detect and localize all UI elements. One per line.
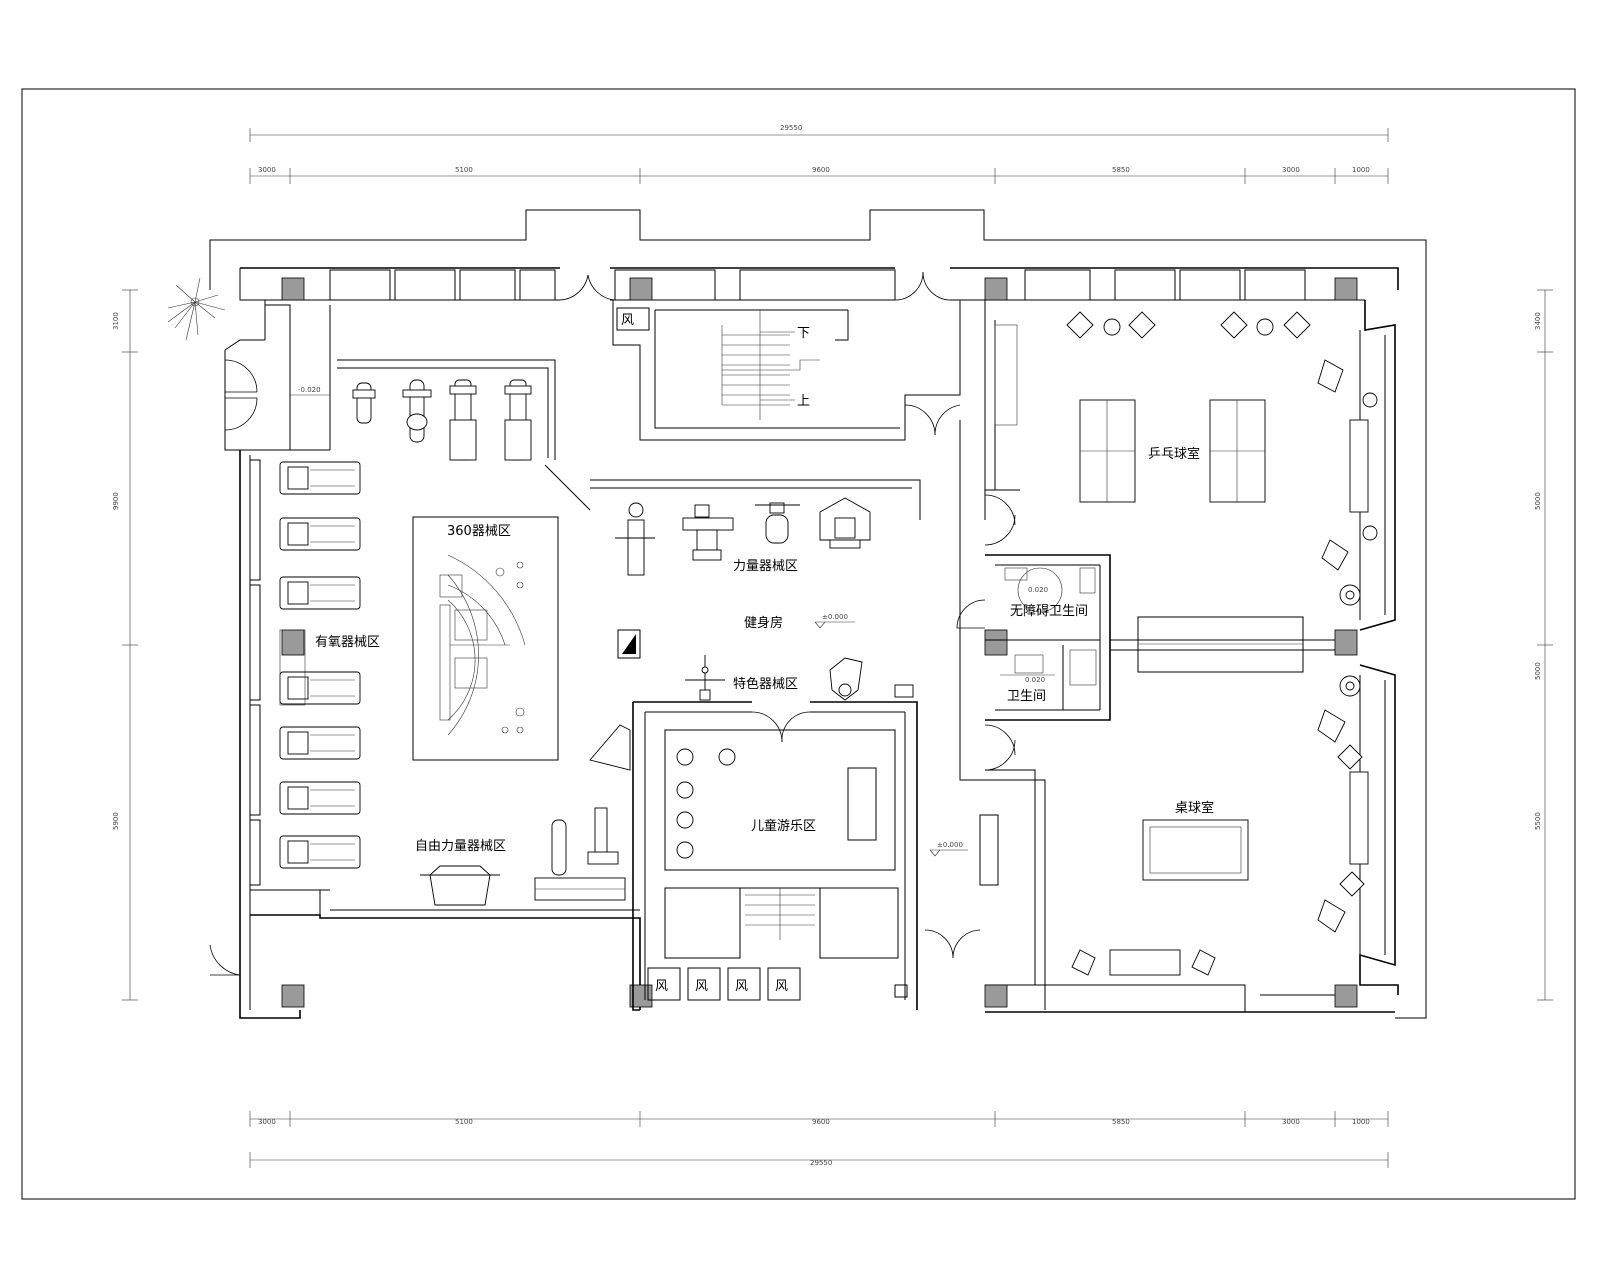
corridor: ±0.000 <box>209 300 1335 1010</box>
shaft-label-4: 风 <box>775 979 788 994</box>
right-dimensions: 3400 5000 5000 5500 <box>1534 289 1553 1001</box>
gym-level-mark: ±0.000 <box>822 613 848 621</box>
free-weight-equipment <box>420 724 631 906</box>
kids-zone-label: 儿童游乐区 <box>751 818 816 834</box>
exercise-bike <box>449 379 477 461</box>
treadmill <box>279 671 361 705</box>
top-dim-seg-2: 5100 <box>455 166 473 174</box>
bottom-dim-seg-3: 9600 <box>812 1118 830 1126</box>
treadmill <box>279 461 361 495</box>
right-dim-seg-4: 5500 <box>1534 812 1542 830</box>
stair-core: 下 上 风 <box>559 271 961 441</box>
wc-level-mark-2: 0.020 <box>1025 676 1045 684</box>
cardio-zone-label: 有氧器械区 <box>315 635 380 650</box>
exercise-bike <box>504 379 532 461</box>
entry-level-mark: -0.020 <box>298 386 321 394</box>
strength-machines <box>615 497 871 576</box>
strength-machine <box>819 497 871 549</box>
billiards-room-label: 桌球室 <box>1175 800 1214 816</box>
shaft-label-3: 风 <box>735 979 748 994</box>
strength-machine <box>615 502 655 576</box>
treadmill <box>279 517 361 551</box>
top-dim-seg-6: 1000 <box>1352 166 1370 174</box>
strength-machine <box>682 504 734 561</box>
bottom-dimensions: 3000 5100 9600 5850 3000 1000 29550 <box>249 1111 1389 1168</box>
stair-down-label: 下 <box>797 326 810 341</box>
shaft-label-2: 风 <box>695 979 708 994</box>
treadmill <box>279 576 361 610</box>
wc-block <box>956 554 1111 721</box>
top-dimensions: 29550 3000 5100 9600 5850 3000 1000 <box>249 124 1389 184</box>
rig-360 <box>439 554 526 736</box>
right-dim-seg-3: 5000 <box>1534 662 1542 680</box>
table-tennis-furniture <box>1066 311 1378 606</box>
entry-doors <box>224 359 258 431</box>
top-total-dimension: 29550 <box>780 124 802 132</box>
outer-walls <box>209 209 1427 1019</box>
shaft-label-top: 风 <box>621 313 634 328</box>
bottom-dim-seg-5: 3000 <box>1282 1118 1300 1126</box>
treadmill <box>279 781 361 815</box>
gym-label: 健身房 <box>744 615 783 631</box>
left-windows <box>249 459 261 886</box>
billiards-furniture <box>1071 675 1369 976</box>
top-dim-seg-1: 3000 <box>258 166 276 174</box>
right-dim-seg-2: 5000 <box>1534 492 1542 510</box>
strength-zone-label: 力量器械区 <box>733 559 798 574</box>
top-dim-seg-3: 9600 <box>812 166 830 174</box>
left-dim-seg-1: 3100 <box>112 312 120 330</box>
left-dim-seg-3: 5900 <box>112 812 120 830</box>
top-dim-seg-5: 3000 <box>1282 166 1300 174</box>
left-dimensions: 3100 9900 5900 <box>112 289 138 1001</box>
zone-360-mat <box>412 516 559 761</box>
shaft-label-1: 风 <box>655 979 668 994</box>
bottom-dim-seg-1: 3000 <box>258 1118 276 1126</box>
strength-machine <box>755 502 800 544</box>
wc-label: 卫生间 <box>1007 689 1046 704</box>
accessible-wc-label: 无障碍卫生间 <box>1010 604 1088 619</box>
free-weight-zone-label: 自由力量器械区 <box>415 839 506 854</box>
wc-level-mark-1: 0.020 <box>1028 586 1048 594</box>
feature-equipment <box>685 655 914 701</box>
bottom-total-dimension: 29550 <box>810 1159 832 1167</box>
kids-zone-walls: 风 风 风 风 <box>632 701 918 1011</box>
left-dim-seg-2: 9900 <box>112 492 120 510</box>
right-dim-seg-1: 3400 <box>1534 312 1542 330</box>
corridor-level-mark: ±0.000 <box>937 841 963 849</box>
treadmills <box>279 461 361 869</box>
zone-360-label: 360器械区 <box>447 524 511 539</box>
exercise-bike <box>352 382 376 424</box>
shaft-top <box>616 307 650 331</box>
bottom-dim-seg-6: 1000 <box>1352 1118 1370 1126</box>
top-dim-seg-4: 5850 <box>1112 166 1130 174</box>
exercise-bikes <box>352 379 532 461</box>
table-tennis-room-label: 乒乓球室 <box>1148 446 1200 462</box>
bottom-dim-seg-4: 5850 <box>1112 1118 1130 1126</box>
structural-columns <box>281 277 1358 1008</box>
exercise-bike <box>402 379 432 443</box>
plant-icon <box>167 277 226 341</box>
stair-up-label: 上 <box>797 394 810 409</box>
treadmill <box>279 726 361 760</box>
sheet-border <box>21 88 1576 1200</box>
treadmill <box>279 835 361 869</box>
bottom-dim-seg-2: 5100 <box>455 1118 473 1126</box>
feature-zone-label: 特色器械区 <box>733 676 798 692</box>
